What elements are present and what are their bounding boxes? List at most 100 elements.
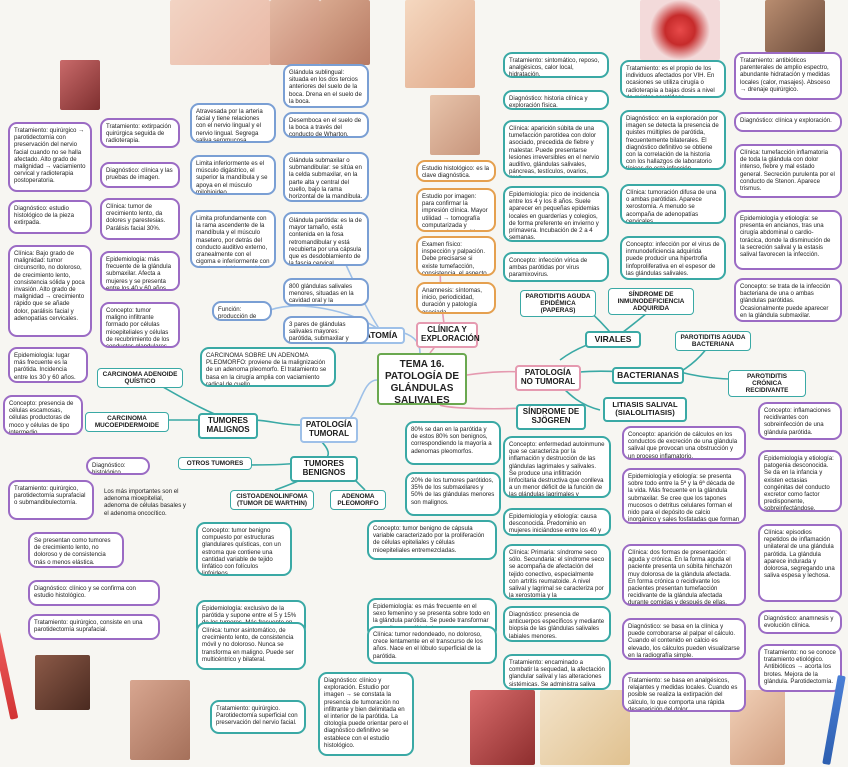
branch-patologia-tumoral: PATOLOGÍA TUMORAL xyxy=(300,417,358,443)
title-line-3: GLÁNDULAS xyxy=(390,383,454,394)
otros-clinica: Se presentan como tumores de crecimiento… xyxy=(28,532,124,568)
face-photo xyxy=(320,0,370,65)
paperas-concepto: Concepto: infección vírica de ambas paró… xyxy=(503,252,609,282)
aq-clinica: Clínica: tumor de crecimiento lento, da … xyxy=(100,198,180,240)
otros-tratamiento-2: Tratamiento: quirúrgico, consiste en una… xyxy=(28,614,160,640)
branch-virales: VIRALES xyxy=(585,331,641,349)
cronica-clinica: Clínica: episodios repetidos de inflamac… xyxy=(758,524,842,602)
branch-bacterianas: BACTERIANAS xyxy=(612,367,684,385)
aq-epidemiologia: Epidemiología: más frecuente de la glánd… xyxy=(100,251,180,291)
anatomy-desemboca: Desemboca en el suelo de la boca a travé… xyxy=(283,112,369,138)
branch-patologia-no-tumoral: PATOLOGÍA NO TUMORAL xyxy=(515,365,581,391)
anatomy-diagram-image xyxy=(170,0,270,65)
clinica-estudio-imagen: Estudio por imagen: para confirmar la im… xyxy=(416,188,496,232)
branch-tumores-benignos: TUMORES BENIGNOS xyxy=(290,456,358,482)
bacteriana-concepto: Concepto: se trata de la infección bacte… xyxy=(734,278,842,322)
aq-concepto: Concepto: tumor maligno infiltrante form… xyxy=(100,302,180,348)
warthin-clinica: Clínica: tumor asintomático, de crecimie… xyxy=(196,622,306,670)
paperas-tratamiento: Tratamiento: sintomático, reposo, analgé… xyxy=(503,52,609,78)
node-parotiditis-epidemica: PAROTIDITIS AGUDA EPIDÉMICA (PAPERAS) xyxy=(520,290,596,318)
branch-tumores-malignos: TUMORES MALIGNOS xyxy=(198,413,258,439)
sjogren-epidemiologia: Epidemiología y etiología: causa descono… xyxy=(503,508,611,536)
paperas-epidemiologia: Epidemiología: pico de incidencia entre … xyxy=(503,186,609,242)
adenoma-concepto: Concepto: tumor benigno de cápsula varia… xyxy=(367,520,497,560)
malignos-clinica: Clínica: Bajo grado de malignidad: tumor… xyxy=(8,245,92,337)
malignos-tratamiento: Tratamiento: quirúrgico → parotidectomía… xyxy=(8,122,92,192)
clinica-examen-fisico: Examen físico: inspección y palpación. D… xyxy=(416,236,496,276)
child-face-photo xyxy=(405,0,475,88)
clinica-anamnesis: Anamnesis: síntomas, inicio, periodicida… xyxy=(416,282,496,314)
anatomy-limita-profundo: Limita profundamente con la rama ascende… xyxy=(190,210,276,268)
carcinoma-ex-adenoma: CARCINOMA SOBRE UN ADENOMA PLEOMORFO: pr… xyxy=(200,347,336,387)
vih-tratamiento: Tratamiento: es el propio de los individ… xyxy=(620,60,726,98)
otros-diagnostico-2: Diagnóstico: clínico y se confirma con e… xyxy=(28,580,160,606)
malignos-epidemiologia: Epidemiología: lugar más frecuente es la… xyxy=(8,347,88,383)
title-line-4: SALIVALES xyxy=(394,395,450,406)
aq-tratamiento: Tratamiento: extirpación quirúrgica segu… xyxy=(100,118,180,148)
title-line-1: TEMA 16. xyxy=(399,359,445,370)
anatomy-800-menores: 800 glándulas salivales menores, situada… xyxy=(283,278,369,306)
mucoep-concepto: Concepto: presencia de células escamosas… xyxy=(3,395,83,435)
virus-image xyxy=(640,0,720,60)
branch-clinica: CLÍNICA Y EXPLORACIÓN xyxy=(416,322,480,348)
cronica-tratamiento: Tratamiento: no se conoce tratamiento et… xyxy=(758,644,842,692)
paperas-clinica: Clínica: aparición súbita de una tumefac… xyxy=(503,120,609,178)
tumoral-porcentaje-malignos: 20% de los tumores parótidos, 35% de los… xyxy=(405,472,501,516)
vih-concepto: Concepto: infección por el virus de inmu… xyxy=(620,236,726,280)
warthin-concepto: Concepto: tumor benigno compuesto por es… xyxy=(196,522,292,576)
node-sindrome-inmunodeficiencia: SÍNDROME DE INMUNODEFICIENCIA ADQUIRIDA xyxy=(608,288,694,316)
bacteriana-epidemiologia: Epidemiología y etiología: se presenta e… xyxy=(734,210,842,270)
tumoral-porcentaje-benignos: 80% se dan en la parótida y de estos 80%… xyxy=(405,421,501,465)
otros-diagnostico: Diagnóstico: histológico xyxy=(86,457,150,475)
node-cistoadenolinfoma: CISTOADENOLINFOMA (TUMOR DE WARTHIN) xyxy=(230,490,314,511)
node-adenoma-pleomorfo: ADENOMA PLEOMORFO xyxy=(330,490,386,511)
bacteriana-tratamiento: Tratamiento: antibióticos parenterales d… xyxy=(734,52,842,100)
anatomy-limita-inferior: Limita inferiormente es el músculo digás… xyxy=(190,155,276,195)
node-parotiditis-cronica: PAROTIDITIS CRÓNICA RECIDIVANTE xyxy=(728,370,806,398)
litiasis-clinica: Clínica: dos formas de presentación: agu… xyxy=(622,544,746,606)
sjogren-tratamiento: Tratamiento: encaminado a combatir la se… xyxy=(503,654,611,690)
vih-clinica: Clínica: tumoración difusa de una o amba… xyxy=(620,184,726,224)
lip-photo-bottom-left xyxy=(35,655,90,710)
bacteriana-diagnostico: Diagnóstico: clínica y exploración. xyxy=(734,112,842,132)
litiasis-concepto: Concepto: aparición de cálculos en los c… xyxy=(622,426,746,460)
vih-diagnostico: Diagnóstico: en la exploración por image… xyxy=(620,110,726,170)
cronica-epidemiologia: Epidemiología y etiología: patogenia des… xyxy=(758,450,842,512)
anatomy-funcion: Función: producción de saliva xyxy=(212,301,272,321)
cronica-diagnostico: Diagnóstico: anamnesis y evolución clíni… xyxy=(758,610,842,634)
malignos-diagnostico: Diagnóstico: estudio histológico de la p… xyxy=(8,200,92,234)
litiasis-diagnostico: Diagnóstico: se basa en la clínica y pue… xyxy=(622,618,746,660)
node-parotiditis-bacteriana: PAROTIDITIS AGUDA BACTERIANA xyxy=(675,331,751,352)
node-otros-tumores: OTROS TUMORES xyxy=(178,457,252,471)
sjogren-concepto: Concepto: enfermedad autoinmune que se c… xyxy=(503,436,611,498)
cheek-photo-bottom xyxy=(130,680,190,760)
anatomy-sublingual: Glándula sublingual: situada en los dos … xyxy=(283,64,369,108)
anatomy-atraviesada: Atravesada por la arteria facial y tiene… xyxy=(190,103,276,143)
sjogren-diagnostico: Diagnóstico: presencia de anticuerpos es… xyxy=(503,606,611,642)
warthin-tratamiento: Tratamiento: quirúrgico. Parotidectomía … xyxy=(210,700,306,734)
central-topic: TEMA 16. PATOLOGÍA DE GLÁNDULAS SALIVALE… xyxy=(377,353,467,406)
mouth-photo xyxy=(60,60,100,110)
node-carcinoma-mucoepidermoide: CARCINOMA MUCOEPIDERMOIDE xyxy=(85,412,169,433)
node-carcinoma-adenoide: CARCINOMA ADENOIDE QUÍSTICO xyxy=(97,368,183,389)
skull-diagram-image xyxy=(540,690,630,765)
otros-tratamiento: Tratamiento: quirúrgico, parotidectomía … xyxy=(8,480,94,520)
branch-sjogren: SÍNDROME DE SJÖGREN xyxy=(516,404,586,430)
patient-photo-top-right xyxy=(765,0,825,52)
cheek-photo xyxy=(270,0,320,65)
adenoma-diagnostico: Diagnóstico: clínico y exploración. Estu… xyxy=(318,672,414,756)
clinica-estudio-histologico: Estudio histológico: es la clave diagnós… xyxy=(416,160,496,182)
tongue-photo xyxy=(470,690,535,765)
sjogren-clinica: Clínica: Primaria: síndrome seco sólo. S… xyxy=(503,544,611,600)
anatomy-submaxilar: Glándula submaxilar o submandibular: se … xyxy=(283,152,369,202)
otros-mas-importantes: Los más importantes son el adenoma mioep… xyxy=(104,488,186,517)
anatomy-parotida: Glándula parótida: es la de mayor tamaño… xyxy=(283,212,369,266)
anatomy-3-pares: 3 pares de glándulas salivales mayores: … xyxy=(283,316,369,344)
adenoma-clinica: Clínica: tumor redondeado, no doloroso, … xyxy=(367,626,497,664)
aq-diagnostico: Diagnóstico: clínica y las pruebas de im… xyxy=(100,162,180,188)
cronica-concepto: Concepto: inflamaciones recidivantes con… xyxy=(758,402,842,440)
bacteriana-clinica: Clínica: tumefacción inflamatoria de tod… xyxy=(734,144,842,198)
neck-photo xyxy=(430,95,480,155)
litiasis-tratamiento: Tratamiento: se basa en analgésicos, rel… xyxy=(622,672,746,712)
branch-litiasis: LITIASIS SALIVAL (SIALOLITIASIS) xyxy=(603,397,687,422)
